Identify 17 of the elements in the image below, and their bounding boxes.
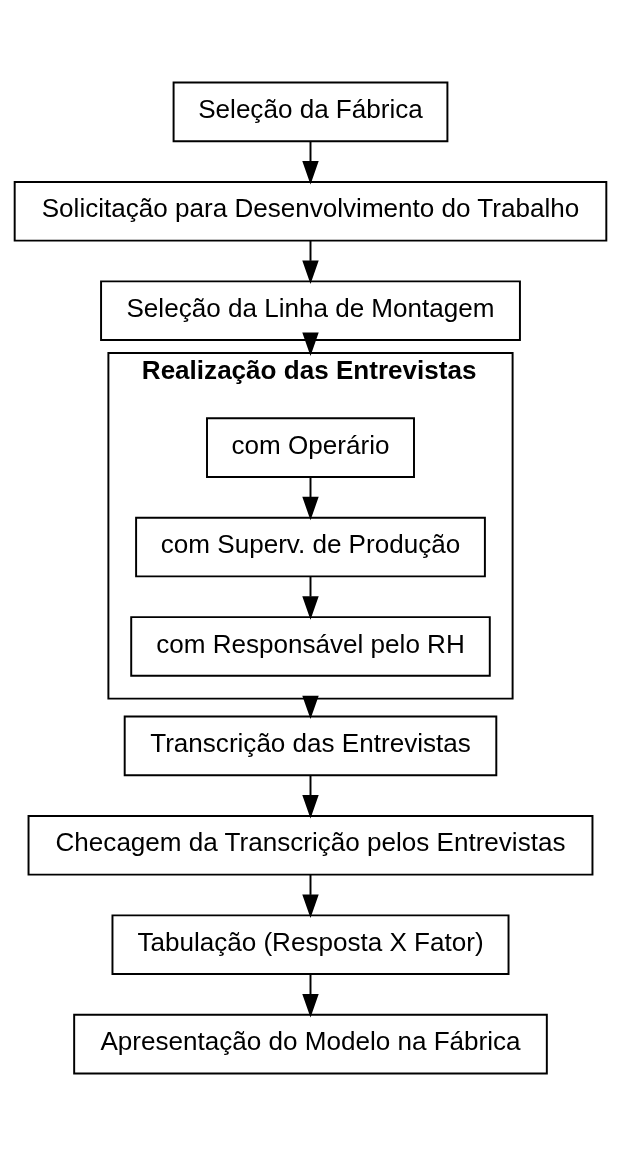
node-box: com Responsável pelo RH [130, 616, 491, 677]
node-box: com Operário [206, 417, 415, 478]
arrow [302, 332, 319, 357]
arrow [302, 575, 319, 620]
node-box: Apresentação do Modelo na Fábrica [73, 1013, 548, 1075]
node-box: Seleção da Fábrica [172, 81, 449, 143]
node-box: Tabulação (Resposta X Fator) [111, 914, 510, 976]
node-box: Checagem da Transcrição pelos Entrevistas [27, 815, 594, 876]
node-box: Solicitação para Desenvolvimento do Trabalho [13, 180, 608, 242]
arrow [302, 140, 319, 185]
arrow [302, 973, 319, 1018]
arrow [302, 774, 319, 819]
arrow [302, 476, 319, 521]
arrow [302, 239, 319, 284]
node-box: com Superv. de Produção [135, 516, 486, 578]
node-box: Transcrição das Entrevistas [123, 715, 498, 777]
arrow [302, 873, 319, 918]
